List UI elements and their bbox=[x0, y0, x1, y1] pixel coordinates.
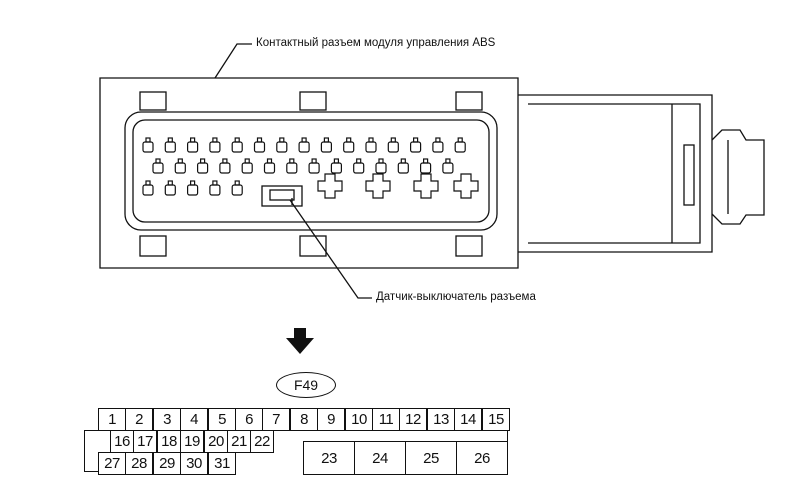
large-cavity-pin bbox=[317, 173, 343, 199]
cavity-pin bbox=[432, 137, 444, 153]
cavity-pin bbox=[286, 158, 298, 174]
cavity-pin bbox=[231, 180, 243, 196]
cavity-pin bbox=[420, 158, 432, 174]
cavity-pin bbox=[365, 137, 377, 153]
cavity-pin bbox=[263, 158, 276, 174]
switch-sensor-block bbox=[261, 185, 303, 207]
cavity-pin bbox=[397, 158, 409, 174]
leader-line-switch bbox=[289, 199, 372, 299]
cavity-pin bbox=[152, 158, 164, 174]
cavity-pin bbox=[209, 180, 221, 196]
cavity-pin bbox=[187, 137, 199, 153]
pin-cavity bbox=[124, 111, 498, 231]
cavity-pin bbox=[442, 158, 454, 174]
cavity-pin bbox=[197, 158, 209, 174]
cavity-pin bbox=[209, 137, 221, 153]
large-cavity-pin bbox=[365, 173, 391, 199]
cavity-pin bbox=[164, 137, 176, 153]
cavity-pin bbox=[387, 137, 399, 153]
cavity-pin bbox=[142, 137, 154, 153]
connector-latch bbox=[518, 94, 713, 253]
cavity-pin bbox=[298, 137, 310, 153]
cavity-pin bbox=[231, 137, 243, 153]
cavity-pin bbox=[142, 180, 154, 196]
down-arrow-icon bbox=[286, 328, 314, 354]
connector-id-badge: F49 bbox=[276, 372, 336, 398]
cavity-pin bbox=[353, 158, 365, 174]
cavity-pin bbox=[174, 158, 186, 174]
leader-line-module bbox=[214, 43, 252, 79]
cavity-pin bbox=[276, 137, 288, 153]
cavity-pin bbox=[164, 180, 176, 196]
cavity-pin bbox=[219, 158, 231, 174]
cavity-pin bbox=[343, 137, 355, 153]
small-pins bbox=[142, 137, 466, 196]
large-cavity-pin bbox=[453, 173, 479, 199]
cavity-pin bbox=[187, 180, 199, 196]
latch-hook bbox=[711, 129, 765, 225]
label-switch-sensor: Датчик-выключатель разъема bbox=[376, 291, 536, 303]
cavity-pin bbox=[454, 137, 466, 153]
label-module-connector: Контактный разъем модуля управления ABS bbox=[256, 37, 496, 49]
cavity-pin bbox=[410, 137, 422, 153]
large-cavity-pin bbox=[413, 173, 439, 199]
cavity-pin bbox=[253, 137, 266, 153]
connector-housing bbox=[99, 77, 519, 269]
cavity-pin bbox=[330, 158, 342, 174]
cavity-pin bbox=[375, 158, 387, 174]
cavity-pin bbox=[308, 158, 320, 174]
cavity-pin bbox=[320, 137, 332, 153]
large-pins bbox=[317, 173, 479, 199]
cavity-pin bbox=[241, 158, 253, 174]
